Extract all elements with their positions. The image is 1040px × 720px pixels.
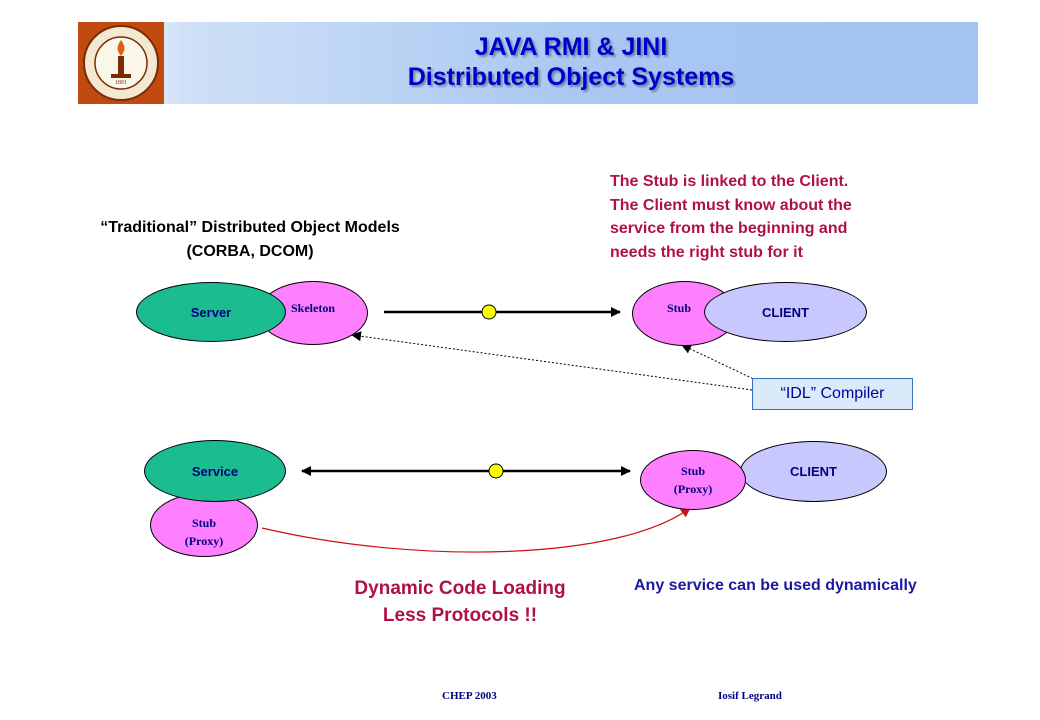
caltech-logo: 1891 — [78, 22, 164, 104]
logo-year: 1891 — [115, 80, 127, 86]
idl-compiler-box: “IDL” Compiler — [752, 378, 913, 410]
traditional-heading-line2: (CORBA, DCOM) — [186, 243, 314, 260]
service-label: Service — [191, 463, 239, 479]
server-label: Server — [190, 304, 232, 320]
client-label-top: CLIENT — [762, 304, 809, 320]
any-service-text: Any service can be used dynamically — [634, 577, 917, 594]
stub-note-line: The Stub is linked to the Client. — [610, 173, 849, 190]
stub-proxy-right-line2: (Proxy) — [673, 482, 713, 496]
title-banner: 1891 JAVA RMI & JINI Distributed Object … — [78, 22, 978, 104]
stub-proxy-right-ellipse: Stub (Proxy) — [640, 450, 746, 510]
idl-to-stub-arrow — [681, 344, 761, 383]
dynamic-line1: Dynamic Code Loading — [354, 578, 566, 599]
dynamic-loading-arrow — [261, 507, 691, 553]
footer-right: Iosif Legrand — [718, 690, 782, 702]
page-subtitle: Distributed Object Systems — [407, 63, 735, 91]
skeleton-label: Skeleton — [290, 300, 335, 315]
stub-proxy-left-line2: (Proxy) — [184, 534, 224, 548]
service-ellipse: Service — [144, 440, 286, 502]
stub-note-line: The Client must know about the — [610, 196, 852, 214]
bottom-connection-dot — [488, 463, 504, 479]
stub-proxy-left-line1: Stub — [191, 516, 217, 530]
traditional-heading-line1: “Traditional” Distributed Object Models — [100, 219, 400, 236]
page-title: JAVA RMI & JINI — [474, 33, 668, 61]
stub-ellipse: Stub — [632, 281, 737, 346]
client-ellipse-top: CLIENT — [704, 282, 867, 342]
top-connection-dot — [481, 304, 497, 320]
traditional-heading: “Traditional” Distributed Object Models … — [40, 216, 460, 264]
client-label-bottom: CLIENT — [790, 464, 837, 479]
footer-left: CHEP 2003 — [442, 690, 497, 702]
stub-note-line: needs the right stub for it — [610, 243, 803, 261]
dynamic-code-loading-text: Dynamic Code Loading Less Protocols !! — [300, 575, 620, 629]
client-ellipse-bottom: CLIENT — [740, 441, 887, 502]
server-ellipse: Server — [136, 282, 286, 342]
stub-note-line: service from the beginning and — [610, 220, 848, 237]
idl-to-skeleton-arrow — [351, 331, 753, 391]
stub-proxy-right-line1: Stub — [680, 464, 706, 478]
stub-note: The Stub is linked to the Client. The Cl… — [610, 170, 990, 264]
stub-proxy-left-ellipse: Stub (Proxy) — [150, 493, 258, 557]
dynamic-line2: Less Protocols !! — [382, 605, 538, 626]
stub-label: Stub — [667, 301, 692, 315]
